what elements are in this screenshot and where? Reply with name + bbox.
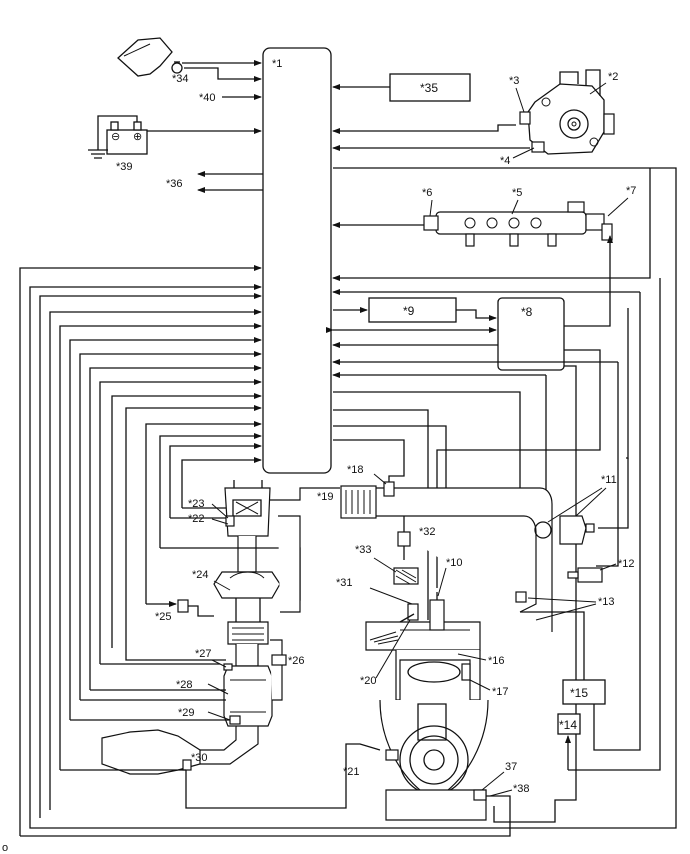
callout-6: *6 <box>422 187 432 199</box>
exhaust-catalyst <box>223 665 273 727</box>
svg-text:⊕: ⊕ <box>133 131 142 143</box>
box-9-label: *9 <box>403 304 415 318</box>
hatch-cover <box>369 631 399 645</box>
callout-4: *4 <box>500 155 510 167</box>
corner-text: o <box>2 842 8 854</box>
callout-36: *36 <box>166 178 183 190</box>
box-14 <box>557 713 581 735</box>
common-rail <box>423 201 613 247</box>
sensor-12 <box>567 567 603 583</box>
diesel-throttle <box>393 567 419 585</box>
accelerator-pedal <box>117 37 183 77</box>
callout-27: *27 <box>195 648 212 660</box>
callout-28: *28 <box>176 679 193 691</box>
turbocharger <box>213 571 281 645</box>
sensor-26 <box>271 654 287 666</box>
callout-3: *3 <box>509 75 519 87</box>
intercooler <box>340 485 377 519</box>
box-9 <box>368 297 457 323</box>
supply-pump <box>519 69 615 155</box>
callout-22: *22 <box>188 513 205 525</box>
battery: ⊖ ⊕ <box>106 121 148 155</box>
box-15-label: *15 <box>570 686 588 700</box>
callout-29: *29 <box>178 707 195 719</box>
callout-39: *39 <box>116 161 133 173</box>
engine <box>365 621 489 821</box>
ecm: *1 <box>262 47 332 474</box>
callout-13: *13 <box>598 596 615 608</box>
intake-temp-sensor <box>333 439 405 497</box>
boost-sensor <box>177 599 214 617</box>
callout-17: *17 <box>492 686 509 698</box>
crank-position-sensor <box>185 743 399 809</box>
box-8-label: *8 <box>521 305 533 319</box>
sensor-29 <box>229 715 241 725</box>
callout-7: *7 <box>626 185 636 197</box>
callout-11: *11 <box>601 474 617 486</box>
callout-40: *40 <box>199 92 216 104</box>
sensor-30 <box>182 759 192 771</box>
muffler <box>101 729 201 775</box>
callout-5: *5 <box>512 187 522 199</box>
callout-18: *18 <box>347 464 364 476</box>
egr-valve <box>534 458 629 545</box>
box-14-label: *14 <box>559 718 577 732</box>
callout-2: *2 <box>608 71 618 83</box>
callout-34: *34 <box>172 73 189 85</box>
callout-23: *23 <box>188 498 205 510</box>
sensor-27 <box>223 663 233 671</box>
callout-12: *12 <box>618 558 635 570</box>
vsv-32 <box>397 516 411 560</box>
callout-31: *31 <box>336 577 353 589</box>
sensor-38 <box>20 789 511 837</box>
box-35-label: *35 <box>420 81 438 95</box>
svg-text:⊖: ⊖ <box>111 131 120 143</box>
coolant-temp-sensor <box>461 663 471 681</box>
callout-30: *30 <box>191 752 208 764</box>
glow-plug <box>399 603 419 623</box>
switch-13 <box>515 591 527 603</box>
callout-20: *20 <box>360 675 377 687</box>
callout-26: *26 <box>288 655 305 667</box>
air-flow-meter <box>224 480 271 537</box>
callout-16: *16 <box>488 655 505 667</box>
box-8 <box>497 297 565 371</box>
callout-37: 37 <box>505 761 517 773</box>
injector <box>429 592 445 631</box>
callout-21: *21 <box>343 766 360 778</box>
callout-19: *19 <box>317 491 334 503</box>
callout-25: *25 <box>155 611 172 623</box>
callout-33: *33 <box>355 544 372 556</box>
callout-24: *24 <box>192 569 209 581</box>
callout-38: *38 <box>513 783 530 795</box>
box-35 <box>389 73 471 102</box>
callout-10: *10 <box>446 557 463 569</box>
ecm-label: *1 <box>272 58 282 70</box>
callout-32: *32 <box>419 526 436 538</box>
